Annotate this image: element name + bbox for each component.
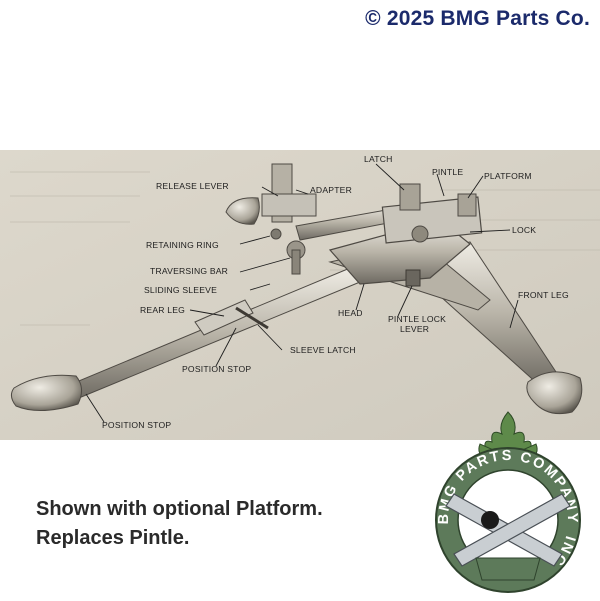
label-pintle-lock-lever-line1: PINTLE LOCK	[388, 314, 446, 324]
copyright-notice: © 2025 BMG Parts Co.	[365, 7, 590, 30]
adapter-assembly	[225, 163, 317, 275]
label-release-lever: RELEASE LEVER	[156, 181, 229, 191]
label-pintle: PINTLE	[432, 167, 463, 177]
label-sleeve-latch: SLEEVE LATCH	[290, 345, 356, 355]
caption-line-2: Replaces Pintle.	[36, 527, 190, 549]
rear-foot	[10, 374, 82, 412]
platform-assembly	[381, 183, 483, 287]
cannonball-icon	[481, 511, 499, 529]
pintle-lock-lever	[405, 269, 421, 287]
cannon-base	[475, 557, 541, 581]
label-latch: LATCH	[364, 154, 393, 164]
label-lock: LOCK	[512, 225, 536, 235]
front-foot	[526, 371, 583, 415]
bmg-logo: BMG PARTS COMPANY INC	[420, 408, 596, 601]
retaining-ring	[270, 228, 282, 240]
label-position-stop-lower: POSITION STOP	[102, 420, 171, 430]
tripod-diagram: LATCH PINTLE PLATFORM RELEASE LEVER ADAP…	[0, 150, 600, 440]
label-sliding-sleeve: SLIDING SLEEVE	[144, 285, 217, 295]
label-retaining-ring: RETAINING RING	[146, 240, 219, 250]
label-pintle-lock-lever-line2: LEVER	[400, 324, 429, 334]
label-head: HEAD	[338, 308, 363, 318]
leader-lines	[85, 163, 519, 423]
label-adapter: ADAPTER	[310, 185, 352, 195]
release-lever-handle	[225, 197, 260, 225]
label-traversing-bar: TRAVERSING BAR	[150, 266, 228, 276]
label-front-leg: FRONT LEG	[518, 290, 569, 300]
sleeve-latch	[235, 306, 269, 330]
crossed-cannons-icon	[445, 493, 571, 581]
tripod-illustration: LATCH PINTLE PLATFORM RELEASE LEVER ADAP…	[0, 150, 600, 440]
label-rear-leg: REAR LEG	[140, 305, 185, 315]
label-platform: PLATFORM	[484, 171, 532, 181]
bmg-emblem: BMG PARTS COMPANY INC	[435, 411, 581, 593]
lock-knob	[411, 225, 429, 243]
label-position-stop-upper: POSITION STOP	[182, 364, 251, 374]
caption: Shown with optional Platform. Replaces P…	[36, 495, 323, 553]
caption-line-1: Shown with optional Platform.	[36, 498, 323, 520]
part-labels: LATCH PINTLE PLATFORM RELEASE LEVER ADAP…	[102, 154, 569, 430]
